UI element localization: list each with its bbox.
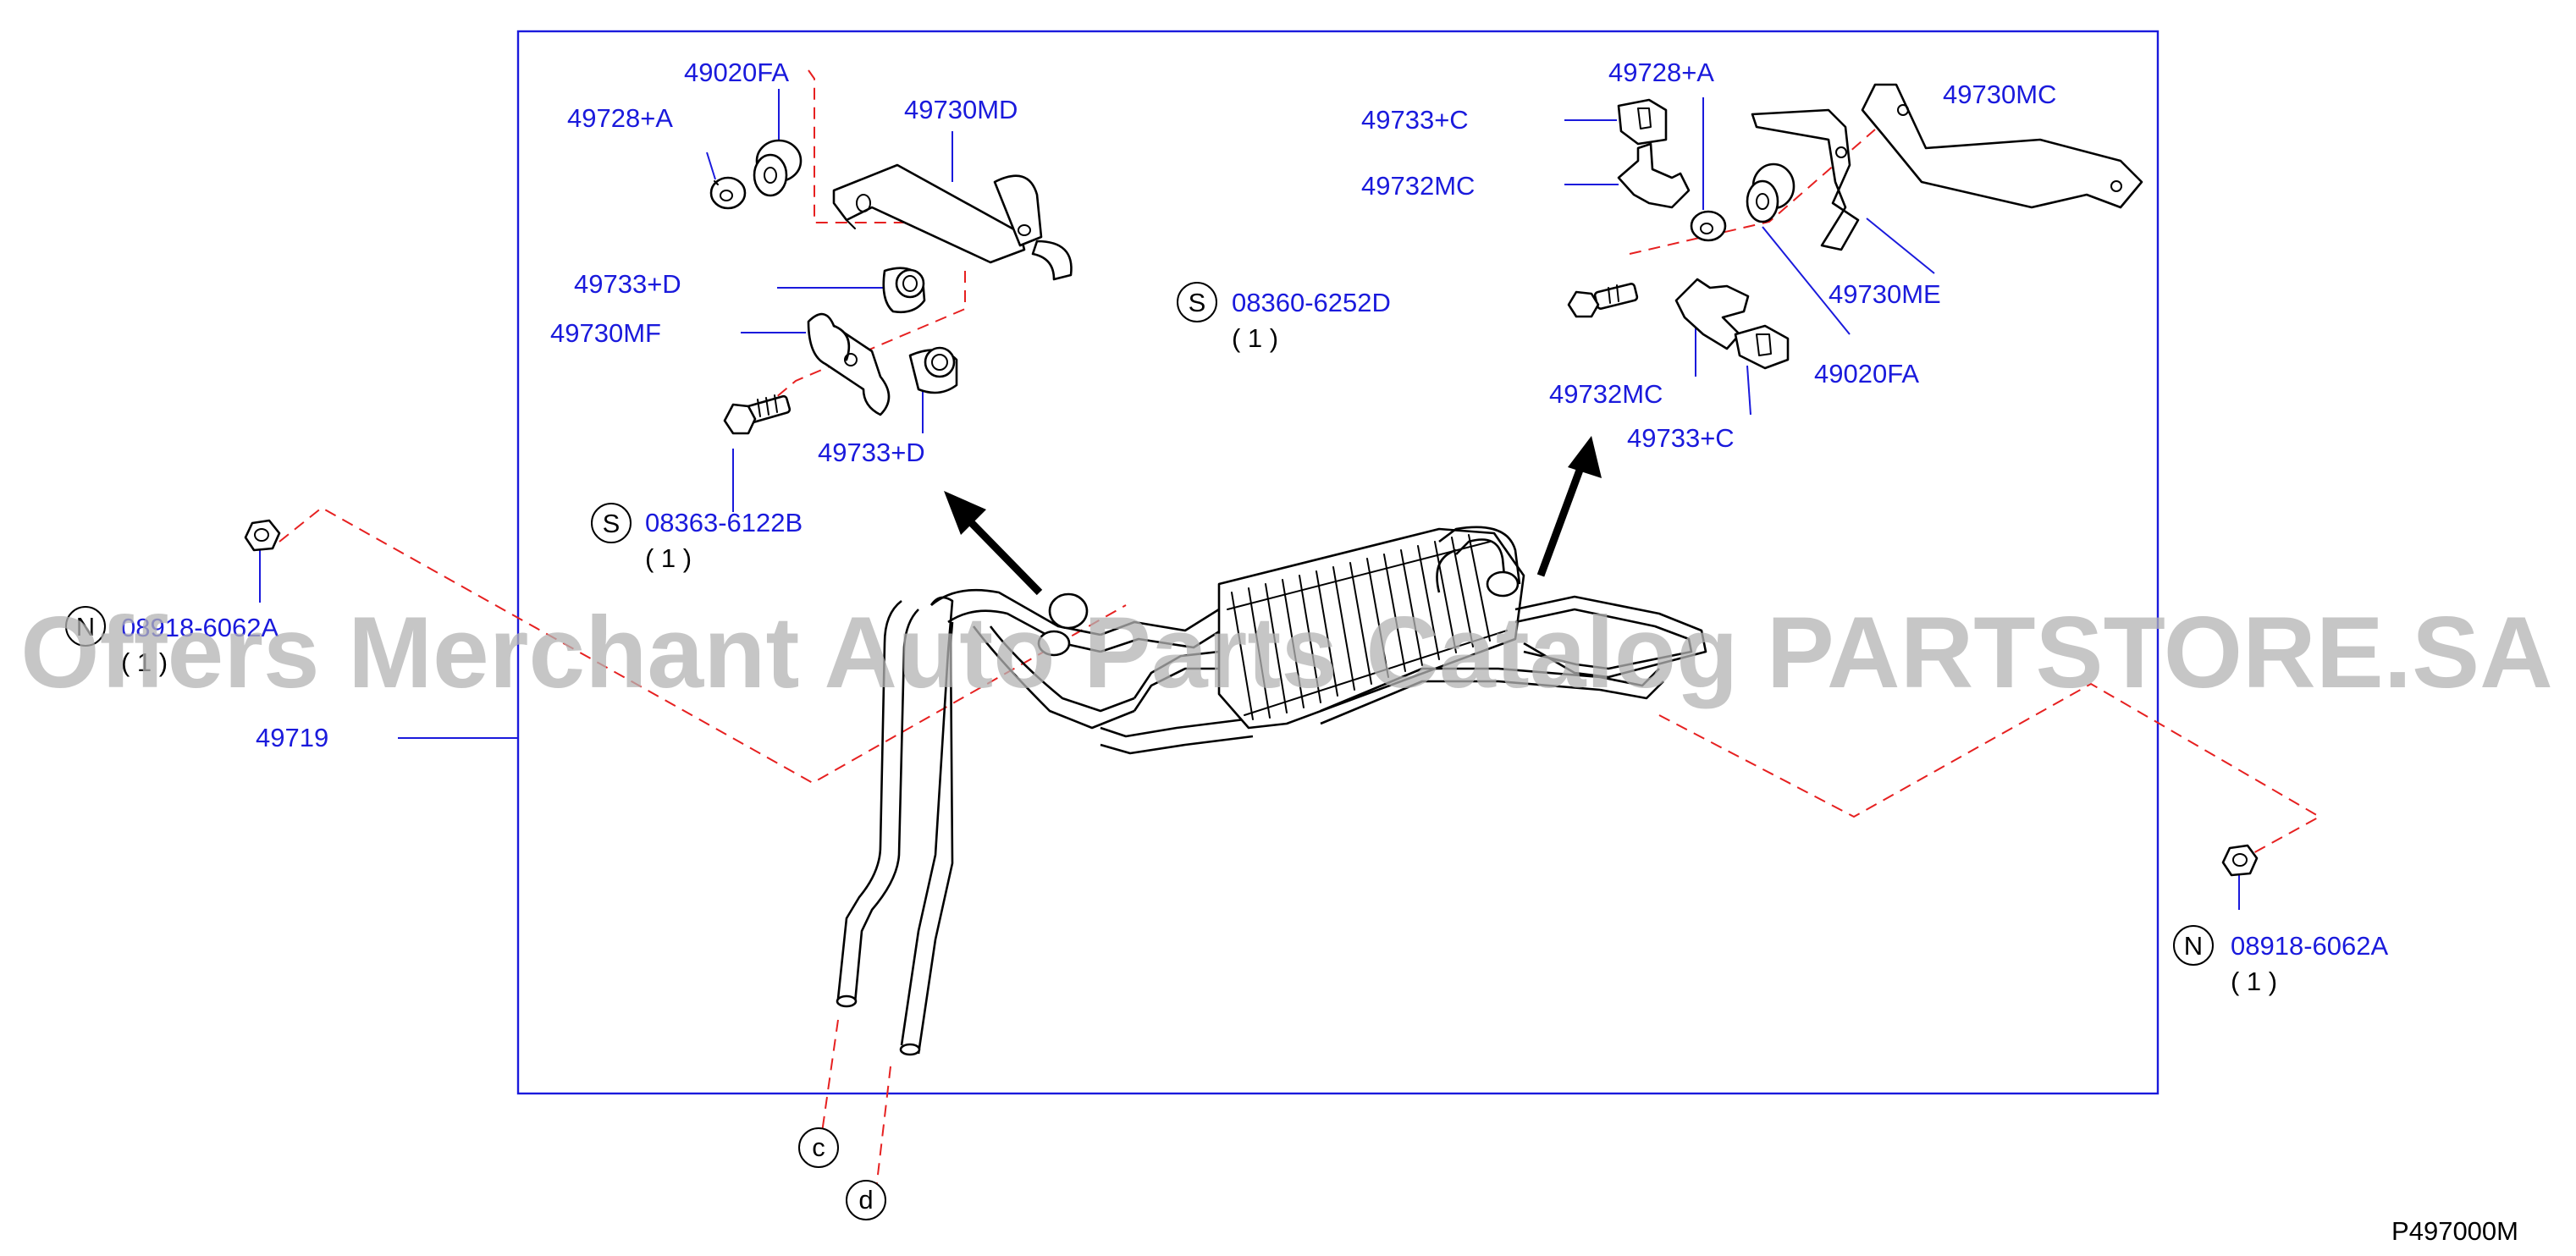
- bracket-49730mc: [1861, 83, 2143, 209]
- svg-text:S: S: [603, 509, 621, 538]
- pin-49728a-left: [709, 176, 747, 210]
- connector-c: c: [798, 1127, 839, 1168]
- grommet-49020fa-left: [753, 139, 803, 197]
- label-49020fa-left: 49020FA: [684, 58, 789, 87]
- bracket-49730mf: [807, 312, 891, 416]
- leader-lines: [259, 89, 2240, 910]
- label-49020fa-right: 49020FA: [1814, 359, 1919, 388]
- svg-text:c: c: [812, 1132, 825, 1162]
- label-49733c-upper: 49733+C: [1361, 105, 1469, 135]
- bolt-08363-6122b: [723, 394, 792, 435]
- bolt-08360-6252d: [1567, 283, 1639, 318]
- qty-08360-6252d: ( 1 ): [1232, 323, 1278, 353]
- diagram-code: P497000M: [2391, 1216, 2518, 1246]
- label-49733d-upper: 49733+D: [574, 269, 681, 299]
- nut-08918-6062a-right: [2221, 844, 2259, 877]
- label-49733c-lower: 49733+C: [1627, 423, 1735, 453]
- clamp-49733d-lower: [908, 346, 958, 394]
- label-49730mc: 49730MC: [1943, 80, 2056, 109]
- arrow-to-right-detail: [1536, 436, 1602, 577]
- arrow-to-left-detail: [944, 491, 1043, 596]
- symbol-n-left: N: [65, 606, 106, 647]
- qty-08918-6062a-left: ( 1 ): [121, 647, 168, 677]
- svg-text:N: N: [76, 612, 95, 642]
- nut-08918-6062a-left: [244, 519, 281, 552]
- label-08360-6252d: 08360-6252D: [1232, 288, 1391, 317]
- clip-49732mc-upper: [1617, 142, 1691, 209]
- clip-49733c-upper: [1617, 98, 1668, 146]
- label-49719: 49719: [256, 723, 328, 752]
- symbol-s-center: S: [1177, 282, 1217, 322]
- symbol-n-right: N: [2173, 925, 2214, 966]
- label-08918-6062a-left: 08918-6062A: [121, 613, 279, 642]
- clip-49732mc-lower: [1674, 278, 1750, 350]
- bracket-49730md: [832, 163, 1073, 281]
- connector-d: d: [846, 1180, 886, 1220]
- label-49732mc-upper: 49732MC: [1361, 171, 1475, 201]
- svg-text:S: S: [1189, 288, 1206, 317]
- svg-text:N: N: [2184, 931, 2203, 961]
- grommet-49020fa-right: [1746, 163, 1795, 223]
- clamp-49733d-upper: [882, 267, 926, 313]
- qty-08918-6062a-right: ( 1 ): [2231, 967, 2277, 996]
- label-49733d-lower: 49733+D: [818, 438, 925, 467]
- bracket-49730me: [1751, 108, 1860, 251]
- label-08918-6062a-right: 08918-6062A: [2231, 931, 2388, 961]
- label-49728a-right: 49728+A: [1608, 58, 1714, 87]
- svg-text:d: d: [858, 1185, 873, 1215]
- label-49730md: 49730MD: [904, 95, 1018, 124]
- power-steering-cooler-assembly: [836, 526, 1707, 1056]
- qty-08363-6122b: ( 1 ): [645, 543, 692, 573]
- label-49728a-left: 49728+A: [567, 103, 673, 133]
- symbol-s-left: S: [591, 503, 632, 543]
- assembly-frame: [516, 30, 2160, 1095]
- label-49730me: 49730ME: [1829, 279, 1941, 309]
- label-49730mf: 49730MF: [550, 318, 661, 348]
- label-08363-6122b: 08363-6122B: [645, 508, 803, 537]
- pin-49728a-right: [1690, 210, 1727, 242]
- clip-49733c-lower: [1734, 324, 1790, 370]
- watermark: Offers Merchant Auto Parts Catalog PARTS…: [20, 596, 2553, 709]
- label-49732mc-lower: 49732MC: [1549, 379, 1663, 409]
